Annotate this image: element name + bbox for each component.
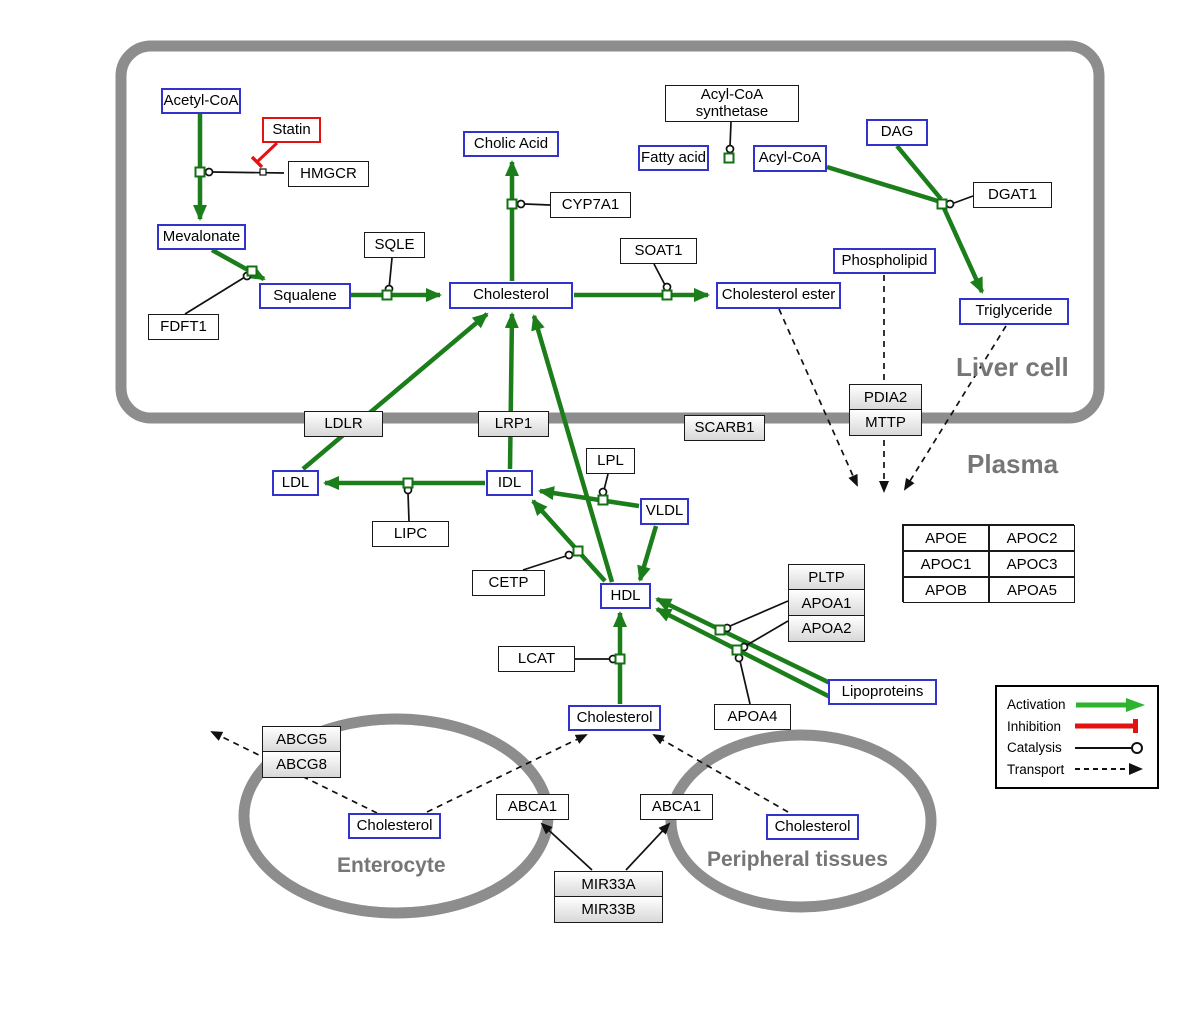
- node-apoc3[interactable]: APOC3: [989, 551, 1075, 577]
- stack-pdia2-mttp: PDIA2 MTTP: [849, 384, 922, 436]
- node-cholesterol-ester[interactable]: Cholesterol ester: [716, 282, 841, 309]
- node-acyl-coa-synthetase[interactable]: Acyl-CoA synthetase: [665, 85, 799, 122]
- node-apoa5[interactable]: APOA5: [989, 577, 1075, 603]
- node-triglyceride[interactable]: Triglyceride: [959, 298, 1069, 325]
- node-apoa2[interactable]: APOA2: [788, 614, 865, 642]
- node-vldl[interactable]: VLDL: [640, 498, 689, 525]
- legend-catalysis-label: Catalysis: [1007, 740, 1062, 756]
- reaction-nodes: [194, 152, 948, 665]
- activation-edges: [193, 114, 985, 704]
- cell-membranes: [115, 40, 1105, 919]
- node-lpl[interactable]: LPL: [586, 448, 635, 474]
- node-idl[interactable]: IDL: [486, 470, 533, 496]
- node-cholic-acid[interactable]: Cholic Acid: [463, 131, 559, 157]
- node-lipc[interactable]: LIPC: [372, 521, 449, 547]
- node-lrp1[interactable]: LRP1: [478, 411, 549, 437]
- node-apoc1[interactable]: APOC1: [903, 551, 989, 577]
- node-ldl[interactable]: LDL: [272, 470, 319, 496]
- node-mir33a[interactable]: MIR33A: [554, 871, 663, 898]
- legend-row-inhibition: Inhibition: [1007, 718, 1147, 734]
- legend-activation-label: Activation: [1007, 697, 1066, 713]
- activation-arrow-icon: [1075, 697, 1145, 712]
- liver-cell-label: Liver cell: [956, 352, 1069, 382]
- peripheral-tissues-membrane: [665, 729, 937, 913]
- node-cyp7a1[interactable]: CYP7A1: [550, 192, 631, 218]
- peripheral-tissues-label: Peripheral tissues: [707, 848, 888, 871]
- node-hmgcr[interactable]: HMGCR: [288, 161, 369, 187]
- node-abcg8[interactable]: ABCG8: [262, 751, 341, 778]
- node-pdia2[interactable]: PDIA2: [849, 384, 922, 411]
- transport-dashed-arrow-icon: [1075, 763, 1143, 776]
- node-hdl[interactable]: HDL: [600, 583, 651, 609]
- node-cholesterol-liver[interactable]: Cholesterol: [449, 282, 573, 309]
- node-lcat[interactable]: LCAT: [498, 646, 575, 672]
- node-ldlr[interactable]: LDLR: [304, 411, 383, 437]
- apolipoprotein-table: APOE APOC2 APOC1 APOC3 APOB APOA5: [902, 524, 1075, 603]
- node-dgat1[interactable]: DGAT1: [973, 182, 1052, 208]
- catalysis-circle-icon: [1075, 741, 1143, 754]
- node-apoe[interactable]: APOE: [903, 525, 989, 551]
- node-abca1-peripheral[interactable]: ABCA1: [640, 794, 713, 820]
- legend-inhibition-label: Inhibition: [1007, 718, 1062, 734]
- node-mevalonate[interactable]: Mevalonate: [157, 224, 246, 250]
- plasma-label: Plasma: [967, 449, 1059, 479]
- node-soat1[interactable]: SOAT1: [620, 238, 697, 264]
- regulation-edges: [540, 822, 671, 871]
- node-squalene[interactable]: Squalene: [259, 283, 351, 309]
- node-apoa1[interactable]: APOA1: [788, 589, 865, 617]
- node-lipoproteins[interactable]: Lipoproteins: [828, 679, 937, 705]
- node-abca1-enterocyte[interactable]: ABCA1: [496, 794, 569, 820]
- node-pltp[interactable]: PLTP: [788, 564, 865, 592]
- legend-transport-label: Transport: [1007, 761, 1065, 777]
- stack-mir33a-mir33b: MIR33A MIR33B: [554, 871, 663, 923]
- node-mttp[interactable]: MTTP: [849, 409, 922, 436]
- legend-row-catalysis: Catalysis: [1007, 740, 1147, 756]
- catalysis-edges: [184, 121, 974, 705]
- inhibition-tbar-icon: [1075, 719, 1138, 734]
- node-acetyl-coa[interactable]: Acetyl-CoA: [161, 88, 241, 114]
- node-statin[interactable]: Statin: [262, 117, 321, 143]
- inhibition-edge: [250, 141, 279, 169]
- node-fatty-acid[interactable]: Fatty acid: [638, 145, 709, 171]
- node-apoa4[interactable]: APOA4: [714, 704, 791, 730]
- node-mir33b[interactable]: MIR33B: [554, 896, 663, 923]
- legend: Activation Inhibition Catalysis Transpor…: [995, 685, 1159, 789]
- node-cholesterol-peripheral[interactable]: Cholesterol: [766, 814, 859, 840]
- stack-abcg5-abcg8: ABCG5 ABCG8: [262, 726, 341, 778]
- node-phospholipid[interactable]: Phospholipid: [833, 248, 936, 274]
- node-abcg5[interactable]: ABCG5: [262, 726, 341, 753]
- node-dag[interactable]: DAG: [866, 119, 928, 146]
- legend-row-activation: Activation: [1007, 697, 1147, 713]
- node-sqle[interactable]: SQLE: [364, 232, 425, 258]
- node-cholesterol-enterocyte[interactable]: Cholesterol: [348, 813, 441, 839]
- node-cetp[interactable]: CETP: [472, 570, 545, 596]
- anchor-node: [259, 168, 267, 176]
- legend-row-transport: Transport: [1007, 761, 1147, 777]
- node-scarb1[interactable]: SCARB1: [684, 415, 765, 441]
- node-apoc2[interactable]: APOC2: [989, 525, 1075, 551]
- node-fdft1[interactable]: FDFT1: [148, 314, 219, 340]
- liver-cell-membrane: [115, 40, 1105, 424]
- stack-pltp-apoa1-apoa2: PLTP APOA1 APOA2: [788, 564, 865, 642]
- node-cholesterol-plasma[interactable]: Cholesterol: [568, 705, 661, 731]
- enterocyte-label: Enterocyte: [337, 854, 446, 877]
- node-apob[interactable]: APOB: [903, 577, 989, 603]
- node-acyl-coa[interactable]: Acyl-CoA: [753, 145, 827, 172]
